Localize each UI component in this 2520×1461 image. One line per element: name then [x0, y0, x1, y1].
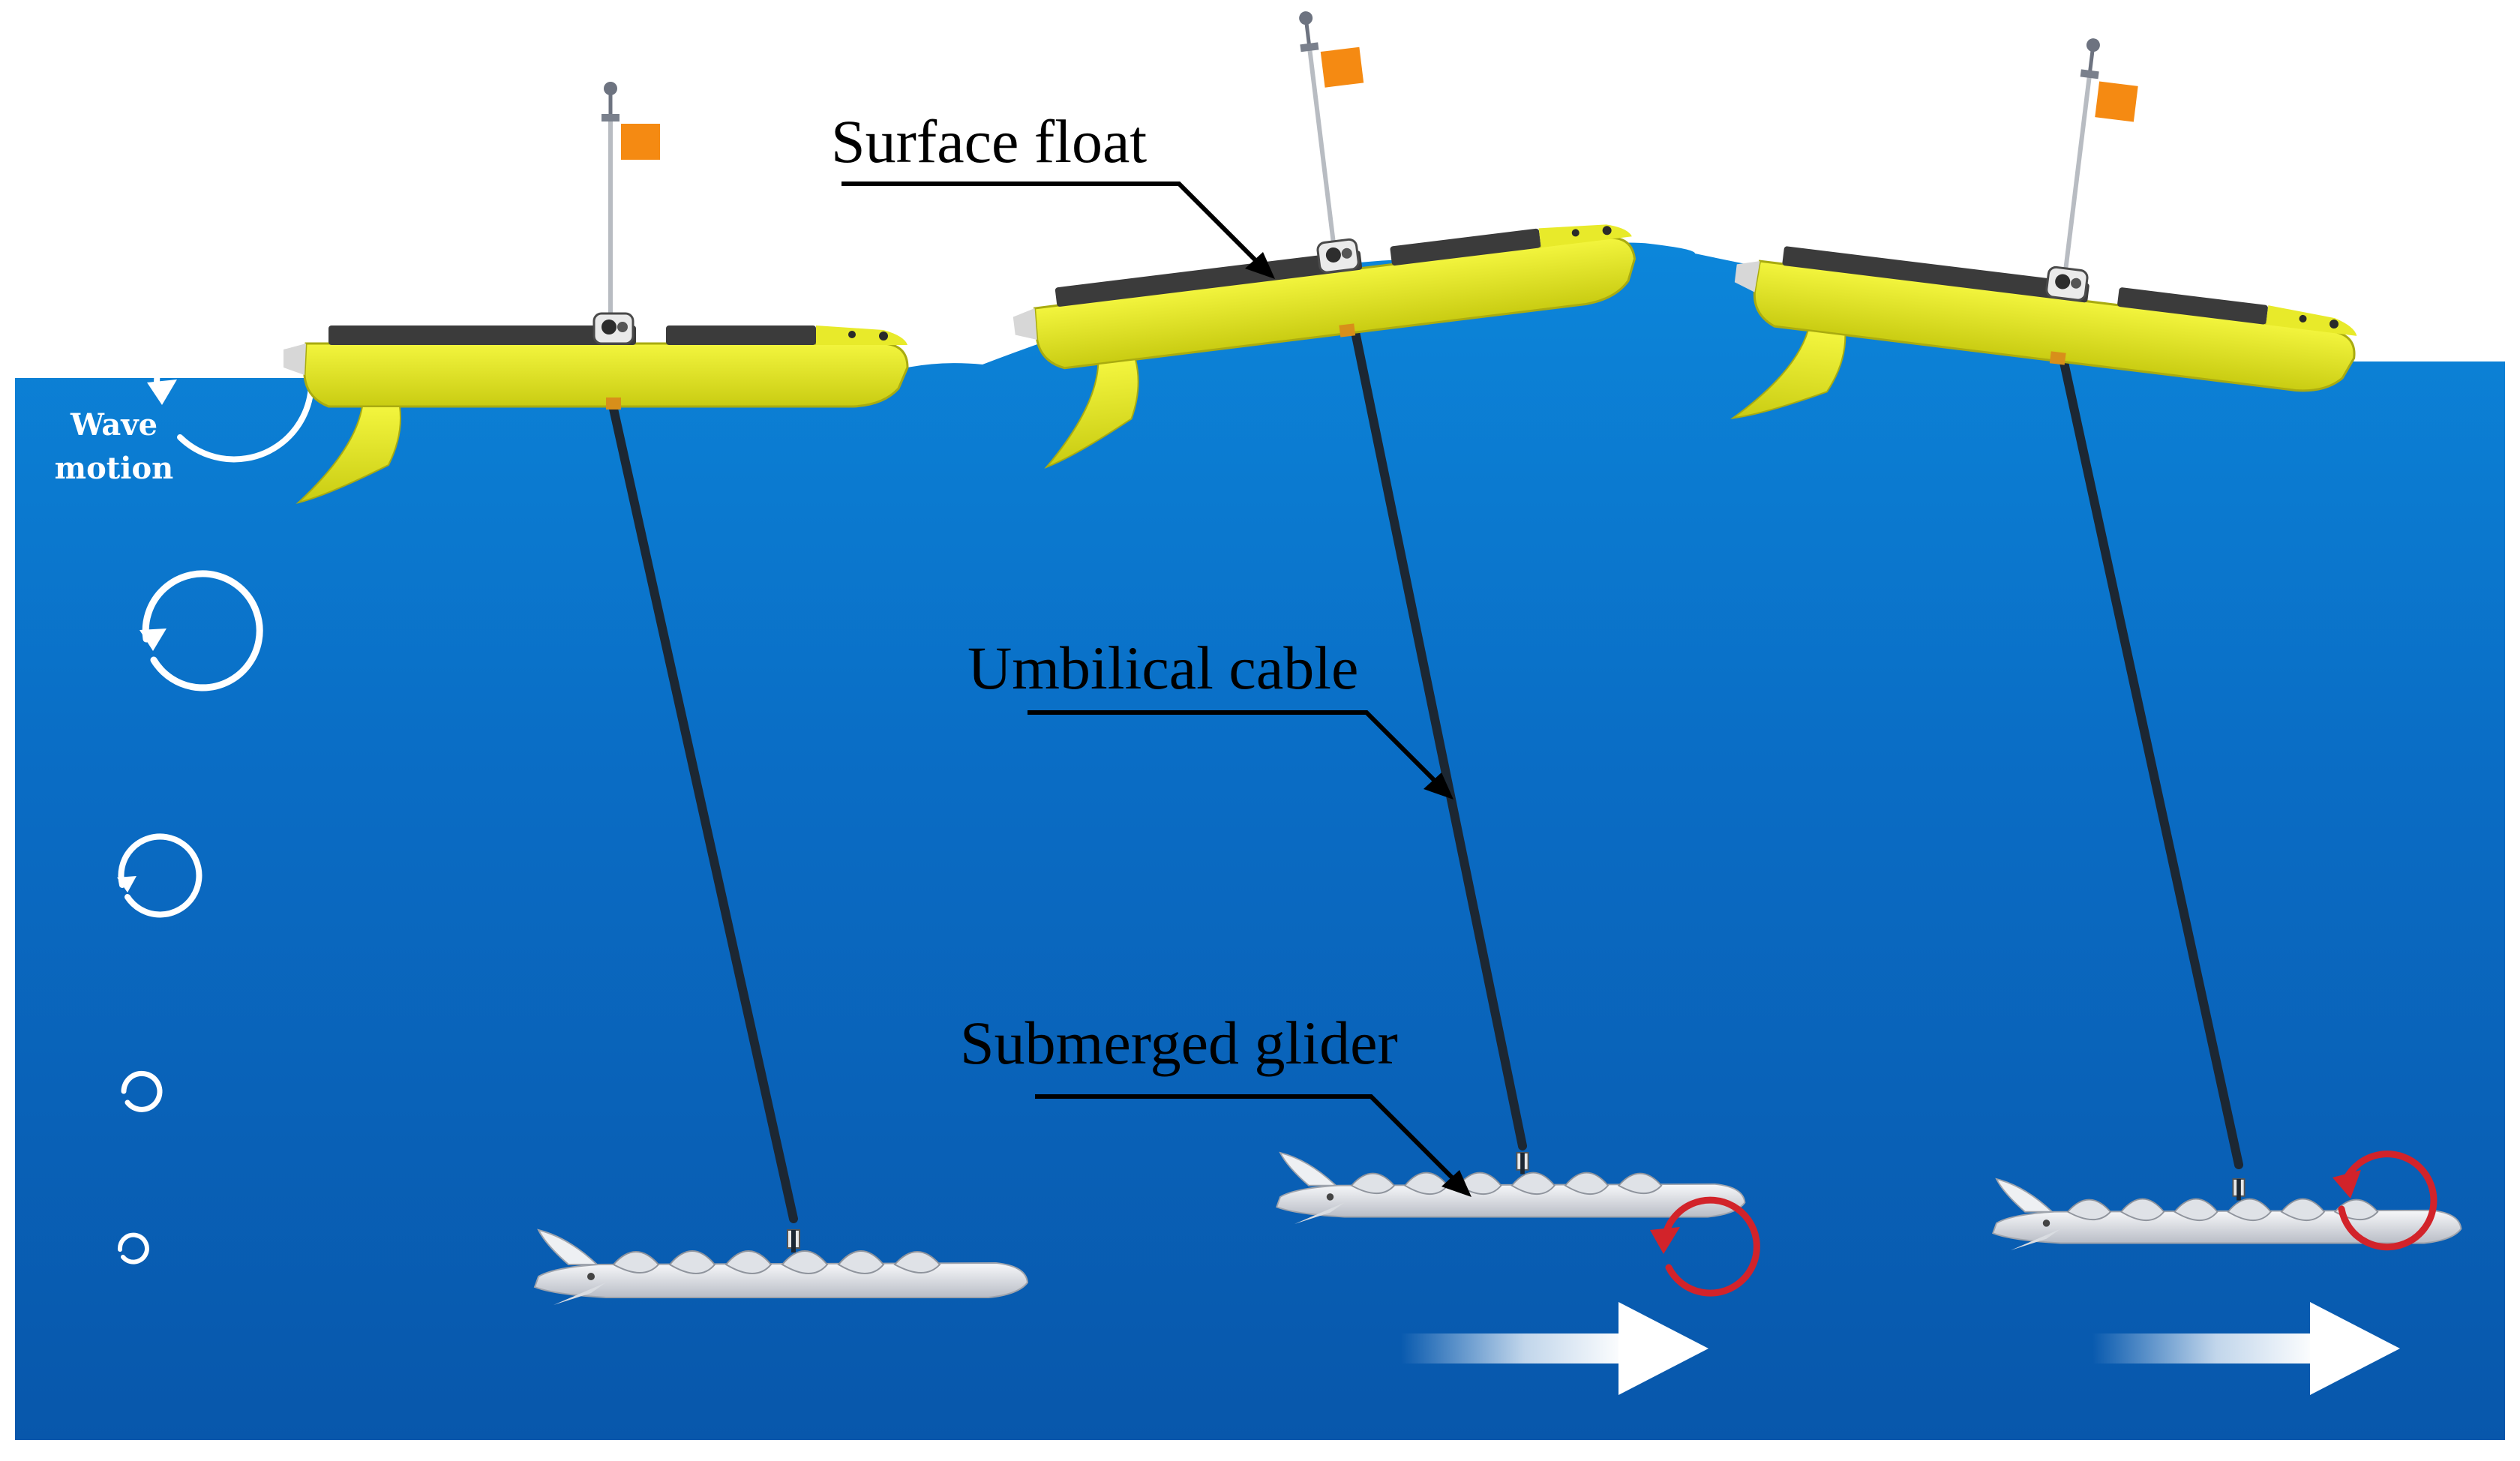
annotation-leaders [842, 182, 1472, 1197]
submerged-glider-label: Submerged glider [960, 1009, 1398, 1077]
wave-orbit-icon [121, 1070, 163, 1112]
wave-orbit-icon [140, 570, 263, 692]
wave-orbit-icon [117, 833, 202, 918]
umbilical-cable-3 [2056, 344, 2243, 1169]
rotation-arrow-icon [2332, 1150, 2438, 1251]
wave-motion-label: Wave [70, 407, 158, 442]
rotation-arrow-icon [1650, 1196, 1760, 1297]
umbilical-cable-label: Umbilical cable [968, 634, 1358, 702]
leader-umbilical-cable [1028, 710, 1442, 788]
leader-submerged-glider [1035, 1094, 1460, 1186]
umbilical-cable-2 [1349, 320, 1527, 1150]
wave-motion-label-2: motion [55, 451, 173, 486]
umbilical-cable-1 [609, 404, 798, 1223]
umbilical-cables [609, 320, 2243, 1223]
wave-orbit-icon [117, 1232, 149, 1264]
surface-float-label: Surface float [831, 107, 1147, 176]
sea [15, 242, 2505, 1440]
leader-surface-float [842, 182, 1264, 269]
